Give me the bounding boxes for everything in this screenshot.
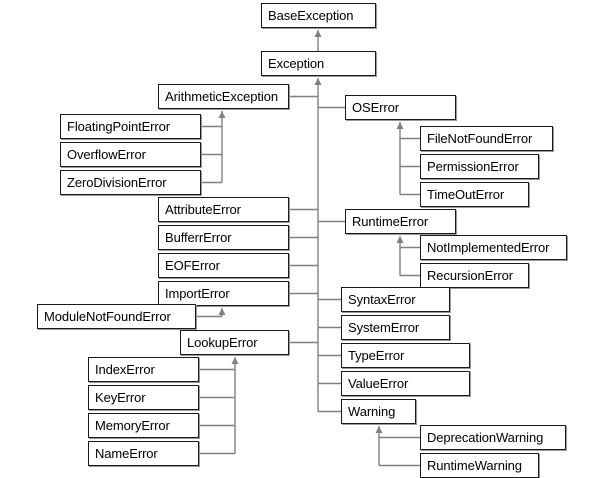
node-label-file-not-found-error: FileNotFoundError [427, 131, 533, 146]
node-label-permission-error: PermissionError [427, 159, 519, 174]
node-label-name-error: NameError [95, 446, 158, 461]
node-name-error[interactable]: NameError [88, 441, 199, 466]
node-label-eof-error: EOFError [165, 258, 220, 273]
node-memory-error[interactable]: MemoryError [88, 413, 199, 438]
node-label-system-error: SystemError [348, 320, 420, 335]
node-syntax-error[interactable]: SyntaxError [341, 287, 450, 312]
node-arithmetic-exception[interactable]: ArithmeticException [158, 84, 289, 109]
node-attribute-error[interactable]: AttributeError [158, 197, 289, 222]
node-exception[interactable]: Exception [261, 51, 376, 76]
node-label-module-not-found-error: ModuleNotFoundError [44, 309, 171, 324]
node-label-import-error: ImportError [165, 286, 230, 301]
node-os-error[interactable]: OSError [345, 95, 456, 120]
node-label-value-error: ValueError [348, 376, 409, 391]
node-base-exception[interactable]: BaseException [261, 3, 376, 28]
node-eof-error[interactable]: EOFError [158, 253, 289, 278]
node-label-type-error: TypeError [348, 348, 405, 363]
node-deprecation-warning[interactable]: DeprecationWarning [420, 425, 566, 450]
node-runtime-error[interactable]: RuntimeError [345, 209, 456, 234]
node-label-base-exception: BaseException [268, 8, 354, 23]
node-module-not-found-error[interactable]: ModuleNotFoundError [37, 304, 196, 329]
node-label-runtime-warning: RuntimeWarning [427, 458, 522, 473]
node-label-exception: Exception [268, 56, 325, 71]
node-value-error[interactable]: ValueError [341, 371, 470, 396]
node-system-error[interactable]: SystemError [341, 315, 450, 340]
node-label-memory-error: MemoryError [95, 418, 170, 433]
node-label-arithmetic-exception: ArithmeticException [165, 89, 278, 104]
node-label-bufferr-error: BufferrError [165, 230, 232, 245]
node-label-recursion-error: RecursionError [427, 268, 514, 283]
node-label-not-implemented-error: NotImplementedError [427, 240, 550, 255]
node-label-index-error: IndexError [95, 362, 155, 377]
node-label-time-out-error: TimeOutError [427, 187, 505, 202]
node-not-implemented-error[interactable]: NotImplementedError [420, 235, 567, 260]
node-label-lookup-error: LookupError [187, 335, 258, 350]
node-label-overflow-error: OverflowError [67, 147, 146, 162]
node-recursion-error[interactable]: RecursionError [420, 263, 529, 288]
node-label-runtime-error: RuntimeError [352, 214, 429, 229]
node-warning[interactable]: Warning [341, 399, 416, 424]
node-key-error[interactable]: KeyError [88, 385, 199, 410]
node-permission-error[interactable]: PermissionError [420, 154, 539, 179]
node-bufferr-error[interactable]: BufferrError [158, 225, 289, 250]
node-label-os-error: OSError [352, 100, 399, 115]
node-label-warning: Warning [348, 404, 396, 419]
node-type-error[interactable]: TypeError [341, 343, 470, 368]
node-label-deprecation-warning: DeprecationWarning [427, 430, 544, 445]
node-lookup-error[interactable]: LookupError [180, 330, 289, 355]
node-file-not-found-error[interactable]: FileNotFoundError [420, 126, 553, 151]
node-index-error[interactable]: IndexError [88, 357, 199, 382]
node-runtime-warning[interactable]: RuntimeWarning [420, 453, 539, 478]
node-label-floating-point-error: FloatingPointError [67, 119, 170, 134]
node-label-zero-division-error: ZeroDivisionError [67, 175, 167, 190]
node-label-key-error: KeyError [95, 390, 146, 405]
node-zero-division-error[interactable]: ZeroDivisionError [60, 170, 201, 195]
node-overflow-error[interactable]: OverflowError [60, 142, 201, 167]
node-label-syntax-error: SyntaxError [348, 292, 416, 307]
node-label-attribute-error: AttributeError [165, 202, 241, 217]
node-time-out-error[interactable]: TimeOutError [420, 182, 529, 207]
node-floating-point-error[interactable]: FloatingPointError [60, 114, 201, 139]
node-import-error[interactable]: ImportError [158, 281, 289, 306]
